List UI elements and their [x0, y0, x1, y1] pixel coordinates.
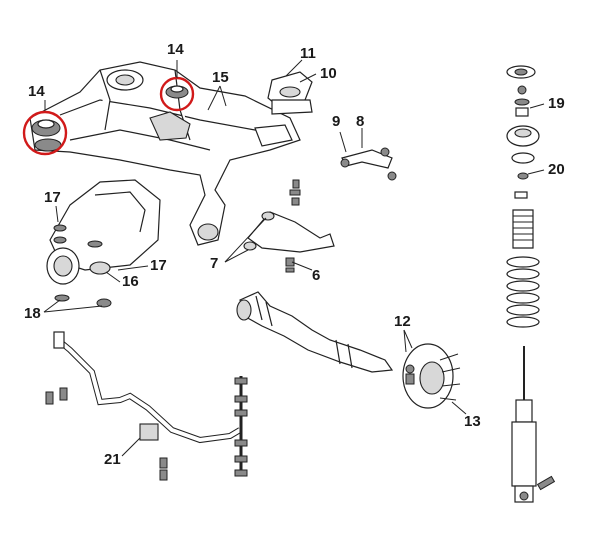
- rear-drive-shaft: [236, 291, 394, 373]
- callout-8: 8: [356, 113, 365, 130]
- callout-7: 7: [210, 255, 219, 272]
- highlight-circle-bushing-left: [22, 110, 68, 156]
- subframe-bushing-left: [31, 119, 62, 152]
- upper-control-link: [340, 147, 397, 181]
- bump-stop-boot: [512, 191, 534, 249]
- toe-link-bracket: [267, 71, 313, 115]
- strut-top-mount-stack: [506, 65, 540, 180]
- stabilizer-link: [234, 376, 248, 477]
- callout-16: 16: [122, 273, 139, 290]
- subframe-bushing-right: [165, 85, 189, 99]
- rear-subframe: [29, 61, 301, 246]
- callout-15: 15: [212, 69, 229, 86]
- rear-hub-knuckle: [402, 343, 461, 409]
- callout-19: 19: [548, 95, 565, 112]
- callout-11: 11: [300, 45, 316, 62]
- callout-18: 18: [24, 305, 41, 322]
- lower-control-arm: [243, 211, 335, 253]
- callout-20: 20: [548, 161, 565, 178]
- stabilizer-bar: [45, 331, 242, 481]
- callout-12: 12: [394, 313, 411, 330]
- coil-spring: [506, 256, 540, 328]
- differential-assembly: [46, 179, 161, 285]
- callout-14-right: 14: [167, 41, 184, 58]
- callout-6: 6: [312, 267, 321, 284]
- callout-leader-lines: [43, 59, 545, 457]
- lower-arm-fasteners: [285, 179, 301, 273]
- shock-absorber: [511, 346, 556, 503]
- callout-10: 10: [320, 65, 337, 82]
- diff-mount-washers: [53, 224, 112, 308]
- callout-13: 13: [464, 413, 481, 430]
- callout-17-lower: 17: [150, 257, 167, 274]
- callout-17-upper: 17: [44, 189, 61, 206]
- callout-9: 9: [332, 113, 341, 130]
- callout-14-left: 14: [28, 83, 45, 100]
- callout-21: 21: [104, 451, 121, 468]
